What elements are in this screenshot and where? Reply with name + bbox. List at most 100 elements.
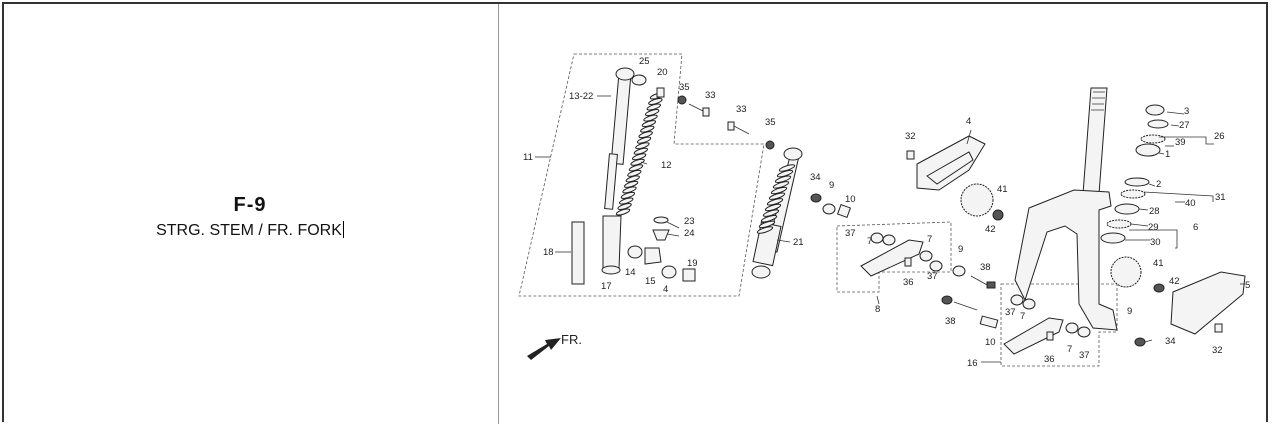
spring-coil (617, 202, 632, 210)
spring-coil (648, 98, 663, 106)
fork-leg (571, 67, 635, 285)
callout-12: 12 (661, 160, 672, 171)
callout-9: 9 (829, 180, 834, 191)
callout-15: 15 (645, 276, 656, 287)
callout-4: 4 (663, 284, 668, 295)
callout-33b: 33 (736, 104, 747, 115)
callout-14: 14 (625, 267, 636, 278)
figure-code: F-9 (233, 194, 267, 216)
callout-13-22: 13-22 (569, 91, 593, 102)
callout-2: 2 (1156, 179, 1161, 190)
lower-link (941, 294, 1091, 355)
callout-16: 16 (967, 358, 978, 369)
spring-coil (631, 153, 647, 161)
callout-7d: 7 (1067, 344, 1072, 355)
spring-coil (628, 164, 644, 172)
spring-coil (640, 125, 655, 133)
spring-coil (768, 192, 786, 200)
diagram-svg: FR. (518, 53, 1250, 369)
callout-20: 20 (657, 67, 668, 78)
callout-38: 38 (980, 262, 991, 273)
callout-18: 18 (543, 247, 554, 258)
callout-36: 36 (903, 277, 914, 288)
upper-link (860, 232, 996, 289)
callout-6: 6 (1193, 222, 1198, 233)
spring-coil (644, 109, 660, 117)
spring-coil (615, 208, 631, 216)
shock-spring (756, 164, 796, 234)
spring-coil (766, 198, 784, 206)
right-bracket (1134, 271, 1246, 347)
direction-label: FR. (561, 332, 582, 347)
callout-27: 27 (1179, 120, 1190, 131)
spring-coil (638, 131, 653, 139)
spring-coil (635, 142, 650, 150)
head-bearing-parts (1100, 104, 1169, 244)
spring-coil (762, 209, 780, 217)
spring-coil (758, 220, 776, 229)
callout-33: 33 (705, 90, 716, 101)
callout-7c: 7 (1020, 311, 1025, 322)
callout-11: 11 (523, 152, 533, 163)
steering-stem (1014, 87, 1142, 331)
callout-37c: 37 (1005, 307, 1016, 318)
callout-10b: 10 (985, 337, 996, 348)
callout-28: 28 (1149, 206, 1160, 217)
page-frame (2, 2, 1268, 422)
spring-coil (643, 114, 658, 122)
spring-coil (636, 136, 652, 144)
spring-coil (770, 186, 788, 195)
callout-5: 5 (1245, 280, 1250, 291)
panel-divider (498, 4, 499, 424)
figure-title-panel: F-9 STRG. STEM / FR. FORK (2, 2, 498, 422)
front-fork-group-box (518, 53, 765, 297)
callout-37: 37 (845, 228, 856, 239)
callout-23: 23 (684, 216, 695, 227)
callout-36b: 36 (1044, 354, 1055, 365)
callout-3: 3 (1184, 106, 1189, 117)
spring-coil (630, 158, 645, 166)
spring-coil (772, 181, 790, 189)
spring-coil (764, 203, 782, 212)
callout-30: 30 (1150, 237, 1161, 248)
figure-name: STRG. STEM / FR. FORK (2, 221, 498, 240)
spring-coil (756, 226, 774, 234)
callout-26: 26 (1214, 131, 1225, 142)
spring-coil (619, 197, 634, 205)
callout-labels: 25 20 35 33 13-22 33 35 11 12 23 24 18 1… (523, 56, 1250, 369)
text-cursor (342, 221, 344, 238)
spring-coil (622, 186, 637, 194)
callout-38b: 38 (945, 316, 956, 327)
spring-coil (620, 191, 636, 199)
callout-37b: 37 (927, 271, 938, 282)
callout-31: 31 (1215, 192, 1226, 203)
leader-lines (535, 95, 1245, 363)
callout-25: 25 (639, 56, 650, 67)
callout-42: 42 (985, 224, 996, 235)
callout-37d: 37 (1079, 350, 1090, 361)
bracket-and-damper (906, 135, 1004, 221)
callout-32: 32 (905, 131, 916, 142)
callout-24: 24 (684, 228, 695, 239)
spring-coil (633, 147, 649, 155)
spring-coil (778, 164, 796, 172)
callout-4b: 4 (966, 116, 971, 127)
spring-coil (646, 103, 661, 111)
callout-41: 41 (997, 184, 1008, 195)
callout-41b: 41 (1153, 258, 1164, 269)
spring-coil (623, 180, 639, 188)
spring-coil (627, 169, 642, 177)
callout-8: 8 (875, 304, 880, 315)
spring-coil (625, 175, 640, 183)
callout-9b: 9 (958, 244, 963, 255)
callout-35: 35 (679, 82, 690, 93)
callout-17: 17 (601, 281, 612, 292)
fork-spring (615, 92, 665, 216)
figure-name-text: STRG. STEM / FR. FORK (156, 222, 342, 239)
spring-coil (641, 120, 657, 128)
callout-34b: 34 (1165, 336, 1176, 347)
small-hardware (627, 74, 852, 282)
callout-42b: 42 (1169, 276, 1180, 287)
callout-34: 34 (810, 172, 821, 183)
